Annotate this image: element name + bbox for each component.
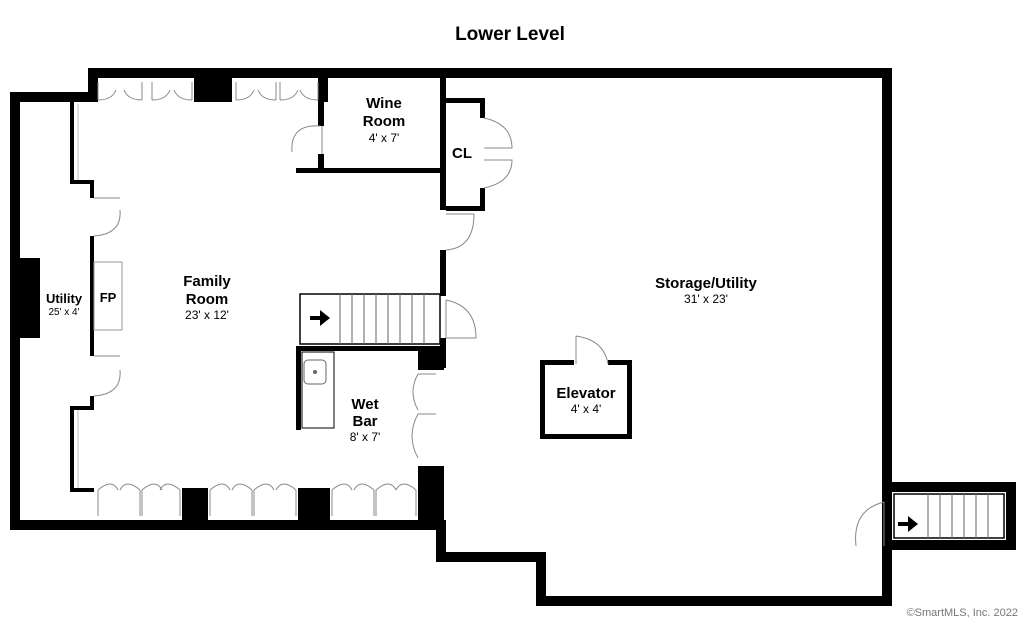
wet-bar-label-line1: Wet bbox=[351, 396, 378, 413]
wine-room-dimensions: 4' x 7' bbox=[369, 131, 400, 145]
wine-room-label-line1: Wine bbox=[366, 95, 402, 112]
interior-walls bbox=[20, 78, 632, 520]
utility-dimensions: 25' x 4' bbox=[48, 307, 79, 318]
doors bbox=[93, 82, 885, 547]
rear-stair-arrow-icon bbox=[898, 516, 918, 532]
plan-title: Lower Level bbox=[455, 24, 565, 45]
closet-label: CL bbox=[452, 145, 472, 162]
sink-icon bbox=[303, 359, 327, 385]
storage-utility-dimensions: 31' x 23' bbox=[684, 292, 728, 306]
storage-utility-label: Storage/Utility bbox=[655, 275, 757, 292]
fireplace-label: FP bbox=[100, 290, 117, 305]
fireplace bbox=[93, 261, 123, 331]
stair-arrow-icon bbox=[310, 310, 330, 326]
family-room-label-line2: Room bbox=[186, 291, 229, 308]
elevator-label: Elevator bbox=[556, 385, 615, 402]
wine-room-label-line2: Room bbox=[363, 113, 406, 130]
family-room-dimensions: 23' x 12' bbox=[185, 308, 229, 322]
wet-bar-label-line2: Bar bbox=[352, 413, 377, 430]
family-room-label-line1: Family bbox=[183, 273, 231, 290]
utility-label: Utility bbox=[46, 291, 83, 306]
rear-stairs bbox=[893, 493, 1005, 539]
wet-bar-counter bbox=[301, 351, 335, 429]
elevator-dimensions: 4' x 4' bbox=[571, 402, 602, 416]
wet-bar-dimensions: 8' x 7' bbox=[350, 430, 381, 444]
copyright-notice: ©SmartMLS, Inc. 2022 bbox=[907, 607, 1018, 619]
exterior-walls bbox=[10, 68, 1016, 606]
